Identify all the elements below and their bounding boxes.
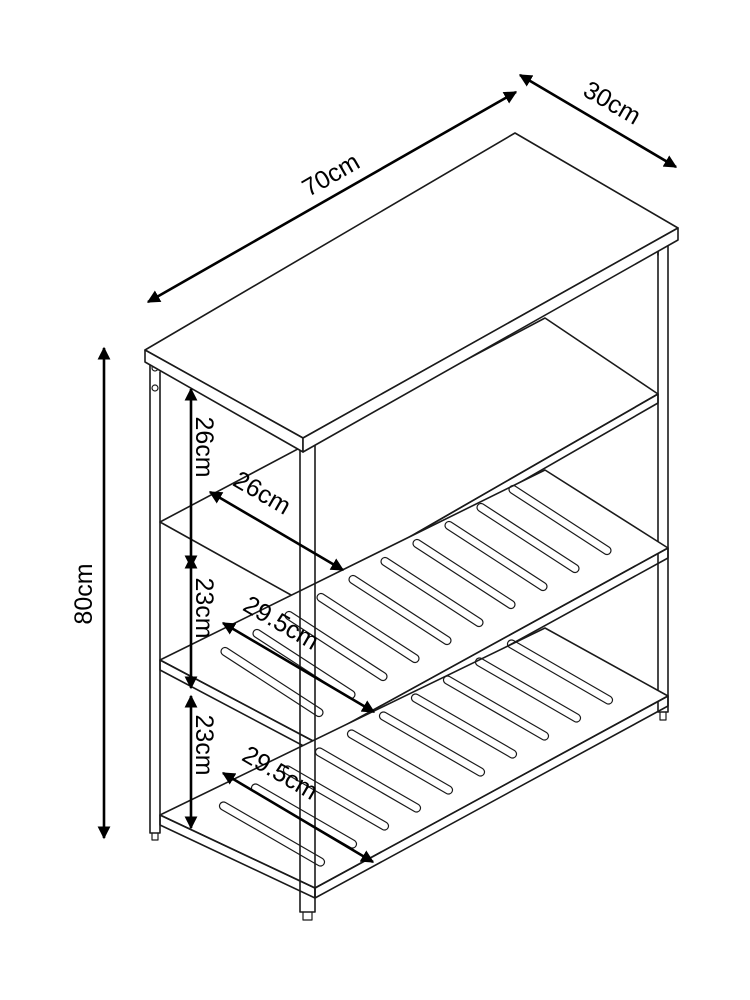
gap-bottom-label: 23cm (190, 714, 218, 775)
middle-shelf-depth-arrow (221, 621, 376, 714)
width-label: 70cm (298, 148, 365, 203)
shelf-unit (144, 132, 679, 921)
dimension-arrows (97, 73, 678, 864)
gap-top-label: 26cm (190, 416, 218, 477)
depth-arrow (518, 73, 678, 169)
width-arrow (146, 90, 518, 304)
bottom-shelf-depth-arrow (221, 771, 375, 864)
top-shelf-depth-arrow (208, 490, 345, 572)
height-label: 80cm (70, 563, 98, 624)
depth-label: 30cm (579, 76, 646, 131)
gap-middle-label: 23cm (190, 577, 218, 638)
